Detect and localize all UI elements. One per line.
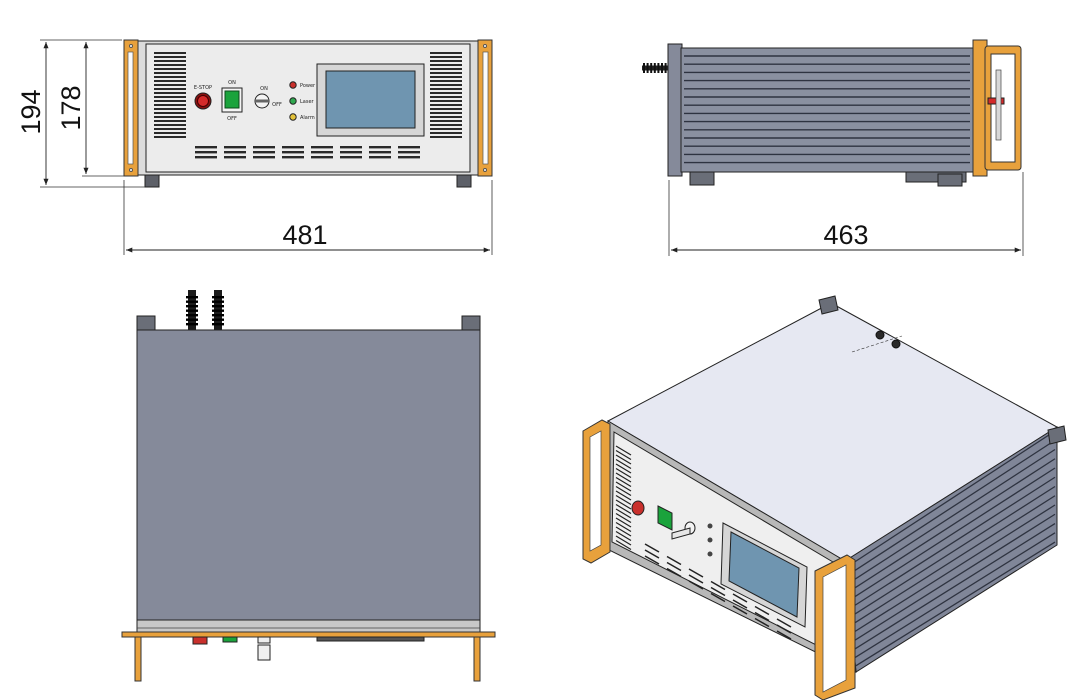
iso-vent-grille-left — [615, 445, 632, 551]
key-on-label: ON — [260, 86, 268, 92]
indicator-alarm — [289, 113, 297, 121]
switch-off-label: OFF — [227, 116, 237, 122]
key-off-label: OFF — [272, 102, 282, 108]
iso-estop — [631, 500, 645, 516]
foot-right — [456, 174, 472, 188]
touchscreen[interactable] — [325, 70, 416, 129]
vent-grille-right — [430, 52, 462, 138]
top-switch — [222, 636, 238, 643]
side-dimensions: 463 — [668, 172, 1024, 256]
front-view: E-STOP ON OFF ON OFF Power Laser Alarm — [123, 39, 493, 188]
iso-switch — [657, 505, 673, 531]
height-dimension-text: 194 — [16, 89, 46, 134]
width-dimension-text: 481 — [282, 220, 327, 250]
indicator-laser-label: Laser — [300, 99, 315, 105]
foot-left — [144, 174, 160, 188]
vent-grille-left — [154, 52, 186, 138]
iso-vent-grille-bottom — [644, 543, 792, 640]
side-view — [642, 39, 1022, 187]
indicator-power — [289, 81, 297, 89]
iso-touchscreen — [728, 531, 800, 618]
cooling-fins — [684, 55, 970, 164]
switch-on-label: ON — [228, 80, 236, 86]
side-body — [680, 47, 974, 173]
vent-grille-bottom — [195, 146, 420, 159]
top-body — [136, 329, 481, 621]
top-key — [257, 644, 271, 661]
front-dimensions: 481 194 178 — [16, 39, 493, 255]
estop-label: E-STOP — [194, 85, 212, 91]
depth-dimension-text: 463 — [823, 220, 868, 250]
top-estop — [192, 636, 208, 645]
indicator-power-label: Power — [300, 83, 316, 89]
isometric-view — [582, 295, 1067, 700]
cable-strain-relief — [643, 63, 667, 73]
indicator-alarm-label: Alarm — [300, 115, 315, 121]
rear-cables — [186, 290, 224, 330]
top-view — [121, 290, 496, 682]
panel-height-dimension-text: 178 — [56, 85, 86, 130]
indicator-laser — [289, 97, 297, 105]
iso-cooling-fins — [849, 430, 1056, 670]
